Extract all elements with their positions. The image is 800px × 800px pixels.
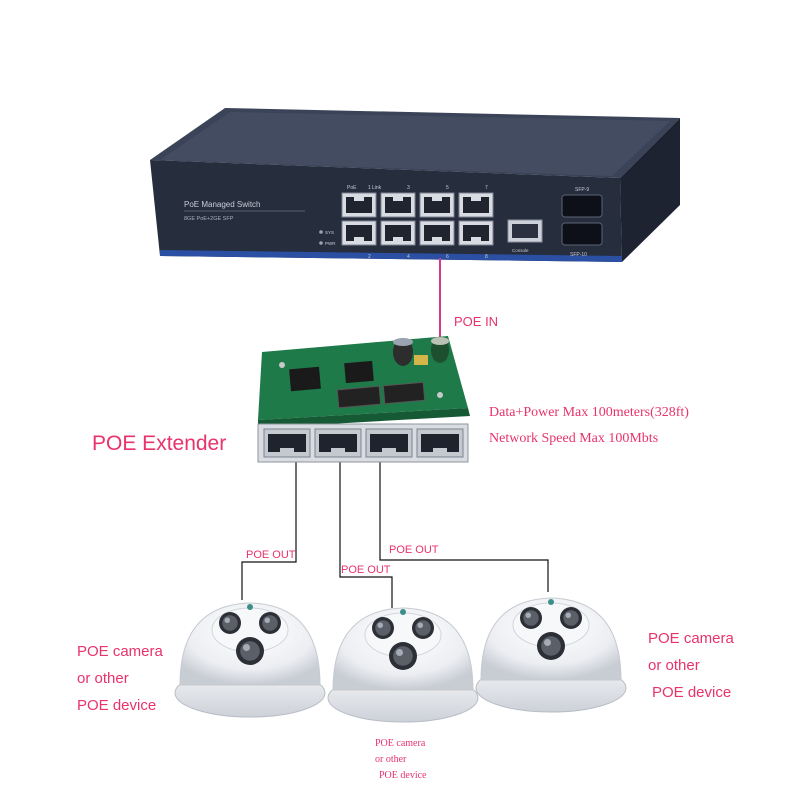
pwr-label: PWR — [325, 241, 336, 246]
sys-led — [319, 230, 323, 234]
device-bottom-line2: or other — [375, 754, 407, 765]
extender-rj45-port — [365, 428, 413, 458]
poe-out-label-1: POE OUT — [246, 549, 296, 561]
sfp-bottom-label: SFP-10 — [570, 252, 587, 258]
sys-label: SYS — [325, 230, 334, 235]
port-number-top: 7 — [485, 185, 488, 191]
switch-subtitle: 8GE PoE+2GE SFP — [184, 216, 234, 222]
device-left-line3: POE device — [77, 697, 157, 714]
rj45-port — [341, 220, 377, 246]
device-bottom-line1: POE camera — [375, 738, 426, 749]
device-right-line3: POE device — [652, 684, 732, 701]
poe-out-label-3: POE OUT — [389, 544, 439, 556]
extender-rj45-port — [314, 428, 362, 458]
port-number-bottom: 6 — [446, 254, 449, 260]
poe-out-line-2 — [339, 462, 393, 608]
rj45-port — [419, 220, 455, 246]
device-right-line1: POE camera — [648, 630, 734, 647]
poe-in-label: POE IN — [454, 314, 499, 329]
device-left-line2: or other — [77, 670, 129, 687]
spec-distance: Data+Power Max 100meters(328ft) — [489, 405, 689, 420]
dome-camera-right — [475, 597, 627, 713]
device-label-left: POE camera or other POE device — [77, 638, 163, 719]
port-label-poe: PoE — [347, 185, 357, 191]
rj45-port — [419, 192, 455, 218]
rj45-port-block: 1 2 3 4 5 6 7 8 — [341, 185, 494, 260]
port-number-top: 1 — [368, 185, 371, 191]
dome-camera-middle — [327, 607, 479, 723]
port-number-top: 3 — [407, 185, 410, 191]
dome-camera-left — [174, 602, 326, 718]
spec-speed: Network Speed Max 100Mbts — [489, 431, 659, 446]
device-right-line2: or other — [648, 657, 700, 674]
poe-out-label-2: POE OUT — [341, 564, 391, 576]
device-label-bottom: POE camera or other POE device — [375, 736, 427, 784]
rj45-port — [458, 192, 494, 218]
device-bottom-line3: POE device — [379, 770, 427, 781]
switch-title: PoE Managed Switch — [184, 200, 261, 209]
device-label-right: POE camera or other POE device — [648, 625, 734, 706]
extender-rj45-port — [263, 428, 311, 458]
pwr-led — [319, 241, 323, 245]
sfp-top-label: SFP-9 — [575, 187, 589, 193]
sfp-port-bottom — [561, 222, 603, 246]
port-number-bottom: 4 — [407, 254, 410, 260]
device-left-line1: POE camera — [77, 643, 163, 660]
poe-extender-label: POE Extender — [92, 432, 227, 455]
port-number-bottom: 2 — [368, 254, 371, 260]
port-label-link: Link — [372, 185, 382, 191]
rj45-port — [380, 220, 416, 246]
port-number-bottom: 8 — [485, 254, 488, 260]
rj45-port — [458, 220, 494, 246]
console-label: Console — [512, 248, 529, 253]
poe-out-line-3 — [379, 462, 549, 592]
sfp-port-top — [561, 194, 603, 218]
poe-out-line-1 — [241, 462, 297, 600]
port-number-top: 5 — [446, 185, 449, 191]
rj45-port — [380, 192, 416, 218]
rj45-port — [341, 192, 377, 218]
extender-rj45-port — [416, 428, 464, 458]
